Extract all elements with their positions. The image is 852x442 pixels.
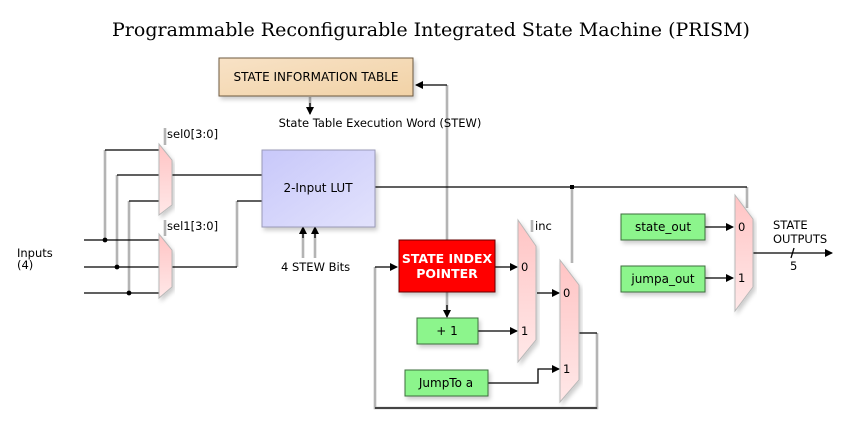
state-outputs-label-line2: OUTPUTS: [773, 232, 827, 246]
jump-mux-port-1: 1: [563, 362, 570, 376]
pointer-label-line1: STATE INDEX: [402, 251, 493, 266]
jump-to-a-label: JumpTo a: [418, 376, 473, 390]
sel1-label: sel1[3:0]: [167, 219, 218, 233]
stew-label: State Table Execution Word (STEW): [279, 116, 482, 130]
two-input-lut: 2-Input LUT: [261, 149, 376, 228]
inc-mux: [517, 218, 537, 364]
junction-dots: [102, 185, 574, 296]
jumpa-out-block: jumpa_out: [620, 265, 706, 293]
inc-label: inc: [535, 219, 552, 233]
junction-dot: [102, 237, 108, 243]
jumpa-out-label: jumpa_out: [630, 272, 695, 286]
state-out-block: state_out: [620, 213, 706, 241]
data-wires: [84, 81, 833, 409]
lut-label: 2-Input LUT: [283, 181, 353, 195]
inputs-label-line2: (4): [17, 258, 33, 272]
junction-dot: [114, 264, 120, 270]
state-information-table: STATE INFORMATION TABLE: [218, 57, 414, 97]
state-information-table-label: STATE INFORMATION TABLE: [233, 70, 398, 84]
control-lines: [103, 85, 749, 410]
output-mux: [734, 193, 754, 313]
sel1-mux: [158, 232, 173, 300]
output-mux-port-0: 0: [738, 220, 745, 234]
bus-width-slash: [790, 247, 795, 259]
bus-width-label: 5: [790, 259, 797, 273]
increment-label: + 1: [436, 324, 458, 338]
inc-mux-port-0: 0: [521, 260, 528, 274]
increment-block: + 1: [416, 317, 479, 345]
output-mux-port-1: 1: [738, 271, 745, 285]
pointer-label-line2: POINTER: [416, 266, 478, 281]
jump-mux-port-0: 0: [563, 286, 570, 300]
junction-dot: [126, 290, 132, 296]
sel0-mux: [158, 142, 173, 217]
jump-to-a-block: JumpTo a: [404, 369, 489, 397]
state-outputs-label-line1: STATE: [773, 218, 808, 232]
inputs-label-line1: Inputs: [17, 246, 53, 260]
inc-mux-port-1: 1: [521, 324, 528, 338]
jumpto-to-jump-mux-wire: [488, 365, 560, 384]
diagram-title: Programmable Reconfigurable Integrated S…: [112, 19, 750, 41]
state-index-pointer: STATE INDEX POINTER: [398, 239, 496, 293]
jump-mux: [559, 258, 580, 404]
stew-bits-label: 4 STEW Bits: [281, 260, 350, 274]
state-out-label: state_out: [635, 220, 691, 234]
sel0-label: sel0[3:0]: [167, 127, 218, 141]
junction-dot: [570, 185, 574, 189]
